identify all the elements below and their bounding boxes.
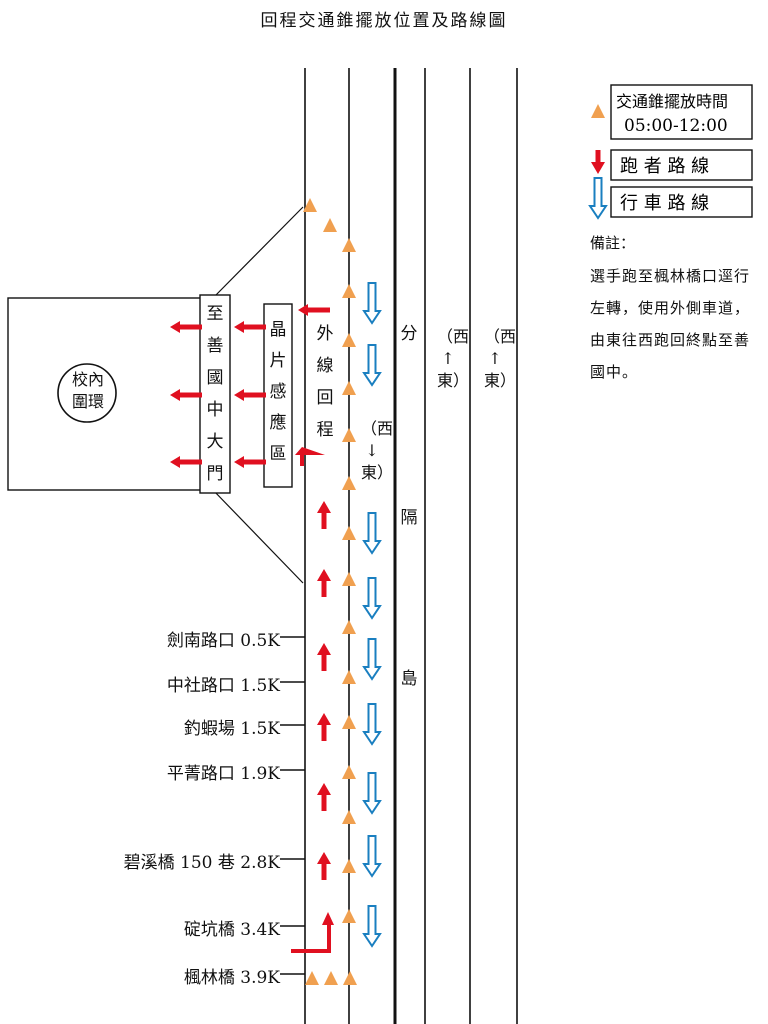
runner-turn-arrow-bottom xyxy=(291,912,334,953)
connector-line-bottom xyxy=(212,489,304,584)
runner-arrow-up-icon xyxy=(317,501,331,529)
legend-cone-box xyxy=(610,84,753,140)
vehicle-arrow-down-icon xyxy=(362,835,382,878)
milestone-label-3: 平菁路口 1.9K xyxy=(166,764,280,784)
vehicle-arrow-down-icon xyxy=(362,638,382,681)
runner-arrow-up-icon xyxy=(317,643,331,671)
route-marks-group xyxy=(170,104,608,985)
notes-body: 選手跑至楓林橋口逕行左轉，使用外側車道，由東往西跑回終點至善國中。 xyxy=(590,267,751,381)
median-label-3: 島 xyxy=(400,669,418,689)
runner-arrow-up-icon xyxy=(317,569,331,597)
legend-vehicle-box xyxy=(610,186,753,218)
outer-lane-return-label: 外線回程 xyxy=(316,324,334,440)
runner-arrow-up-icon xyxy=(317,852,331,880)
legend-cone-label: 交通錐擺放時間 xyxy=(616,92,728,111)
legend-cone-icon xyxy=(591,104,605,118)
lane1-direction-label: （西↓東） xyxy=(361,419,394,482)
lane2-direction-label: （西↑東） xyxy=(437,327,470,390)
legend-runner-label: 跑 者 路 線 xyxy=(620,156,709,177)
traffic-cone-icon xyxy=(342,715,356,729)
traffic-cone-icon xyxy=(342,620,356,634)
runner-arrow-left-icon xyxy=(234,321,266,333)
vehicle-arrow-down-icon xyxy=(362,905,382,948)
milestone-label-4: 碧溪橋 150 巷 2.8K xyxy=(123,853,280,873)
traffic-cone-icon xyxy=(303,198,317,212)
traffic-cone-icon xyxy=(342,670,356,684)
runner-arrow-left-icon xyxy=(170,389,202,401)
milestone-label-6: 楓林橋 3.9K xyxy=(183,968,280,988)
runner-arrow-left-icon xyxy=(170,321,202,333)
lane3-direction-label: （西↑東） xyxy=(484,327,517,390)
legend-runner-box xyxy=(610,149,753,181)
traffic-cone-icon xyxy=(324,971,338,985)
vehicle-arrow-down-icon xyxy=(362,512,382,555)
school-gate-label: 至善國中大門 xyxy=(206,304,224,484)
traffic-cone-icon xyxy=(305,971,319,985)
runner-arrow-left-icon xyxy=(234,389,266,401)
vehicle-arrow-down-icon xyxy=(362,282,382,325)
traffic-cone-icon xyxy=(342,476,356,490)
runner-arrow-up-icon xyxy=(317,713,331,741)
traffic-cone-icon xyxy=(342,765,356,779)
traffic-cone-icon xyxy=(342,238,356,252)
runner-arrow-left-icon xyxy=(234,456,266,468)
diagram-title: 回程交通錐擺放位置及路線圖 xyxy=(260,11,508,31)
vehicle-arrow-down-icon xyxy=(362,344,382,387)
traffic-cone-icon xyxy=(342,572,356,586)
traffic-cone-icon xyxy=(342,284,356,298)
traffic-cone-icon xyxy=(342,859,356,873)
traffic-cone-icon xyxy=(342,381,356,395)
traffic-cone-icon xyxy=(342,428,356,442)
traffic-cone-icon xyxy=(342,810,356,824)
milestone-label-0: 劍南路口 0.5K xyxy=(166,631,280,651)
legend-vehicle-label: 行 車 路 線 xyxy=(620,193,709,214)
traffic-cone-icon xyxy=(323,218,337,232)
vehicle-arrow-down-icon xyxy=(362,772,382,815)
connector-line-top xyxy=(212,206,304,299)
vehicle-arrow-down-icon xyxy=(362,703,382,746)
school-gate-box xyxy=(199,294,231,494)
chip-zone-label: 晶片感應區 xyxy=(269,320,287,464)
legend-vehicle-arrow-icon xyxy=(588,177,608,220)
milestone-label-2: 釣蝦場 1.5K xyxy=(183,719,280,739)
traffic-cone-icon xyxy=(343,971,357,985)
median-label-1: 分 xyxy=(400,324,418,344)
legend-cone-time: 05:00-12:00 xyxy=(624,116,728,136)
runner-arrow-left-icon xyxy=(298,304,330,316)
runner-turn-arrow-chip-zone xyxy=(295,447,325,466)
traffic-cone-icon xyxy=(342,333,356,347)
legend-runner-arrow-icon xyxy=(591,150,605,174)
milestone-ticks-group xyxy=(280,636,305,975)
milestone-label-1: 中社路口 1.5K xyxy=(166,676,280,696)
traffic-cone-icon xyxy=(342,526,356,540)
traffic-cone-icon xyxy=(342,909,356,923)
runner-arrow-left-icon xyxy=(170,456,202,468)
vehicle-arrow-down-icon xyxy=(362,577,382,620)
notes-title: 備註： xyxy=(590,234,636,252)
milestone-label-5: 碇坑橋 3.4K xyxy=(183,920,280,940)
campus-loop-label: 校內圍環 xyxy=(71,370,104,411)
campus-loop-circle xyxy=(57,363,117,423)
median-label-2: 隔 xyxy=(400,508,418,528)
runner-arrow-up-icon xyxy=(317,783,331,811)
